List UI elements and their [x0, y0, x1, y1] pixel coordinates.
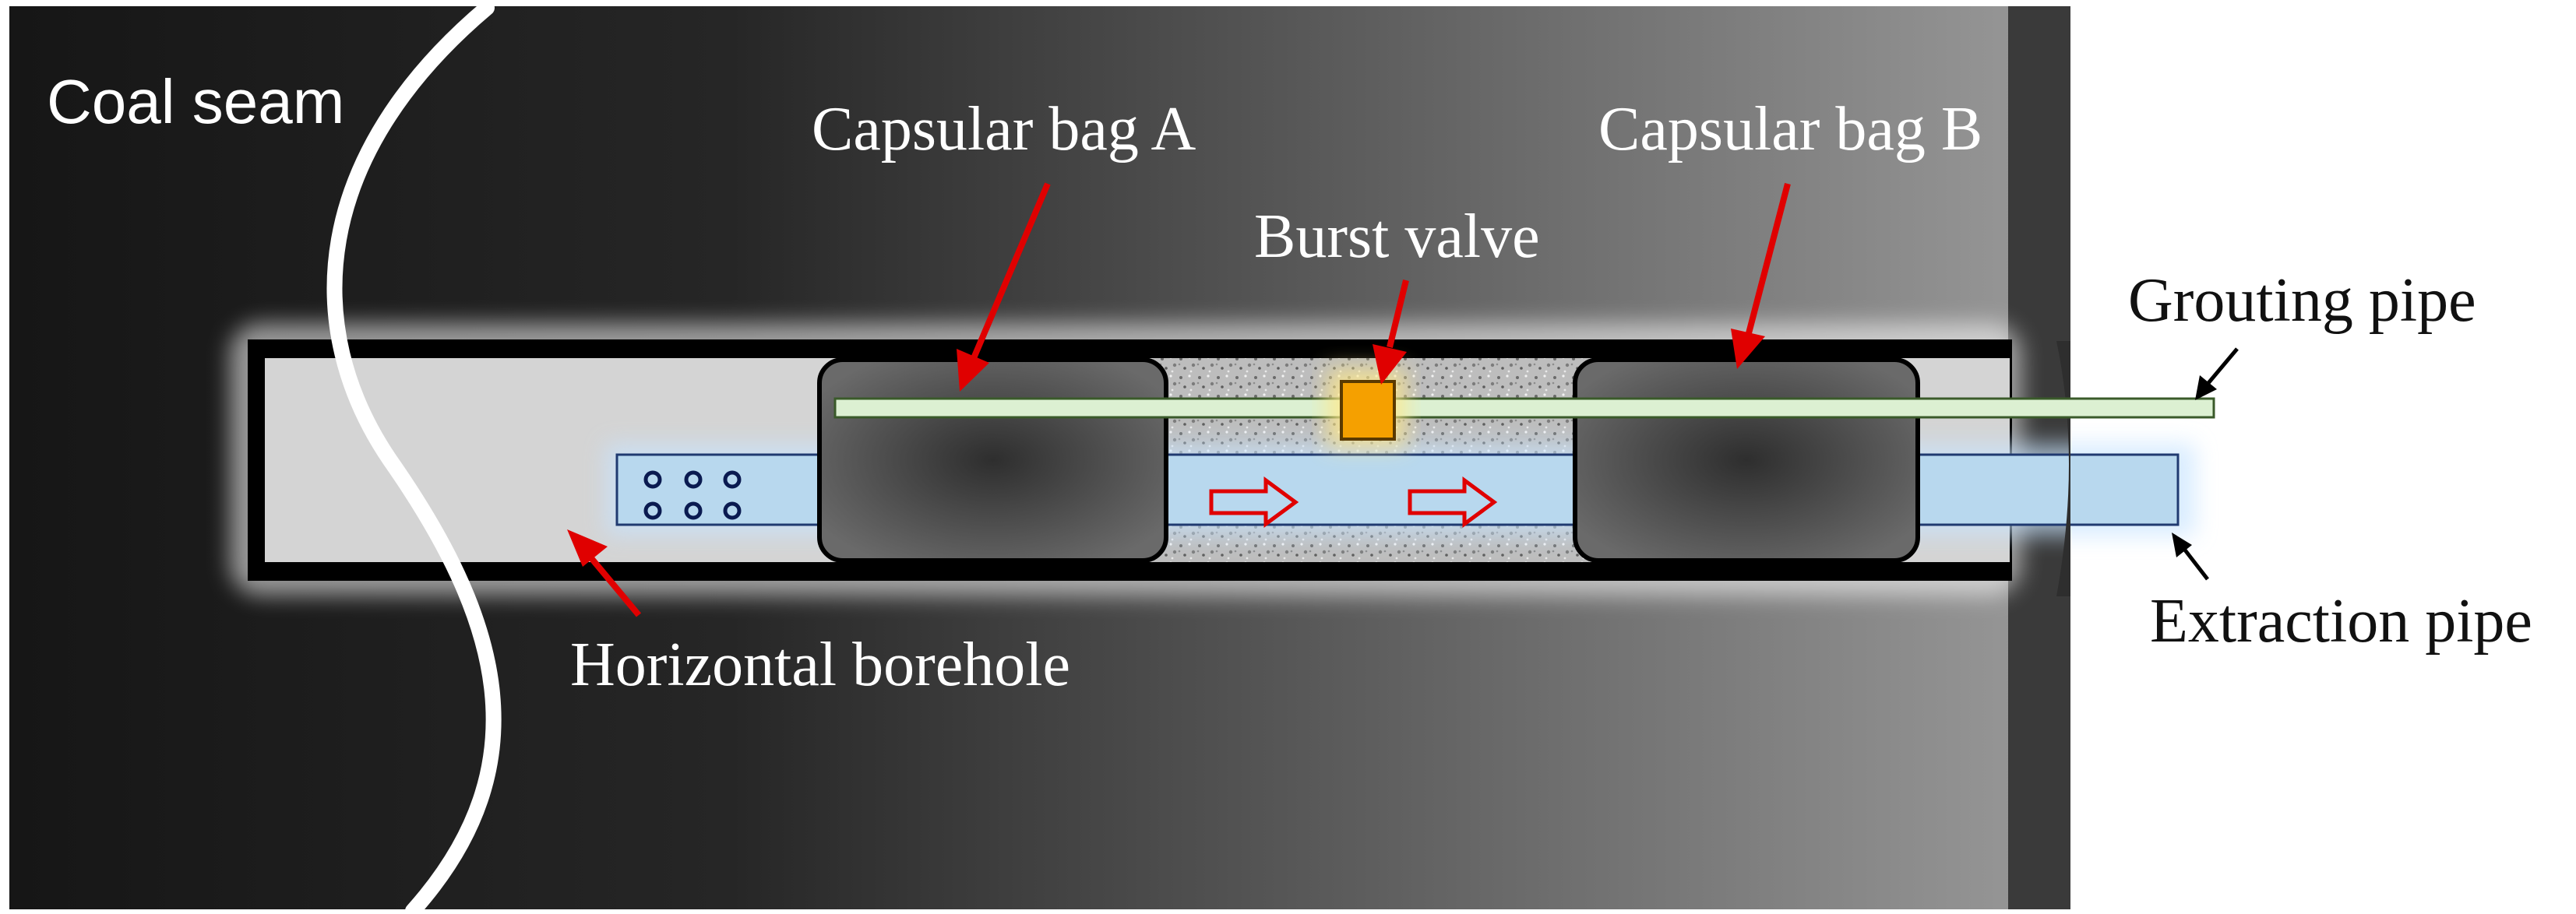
seam-boundary-curve	[326, 0, 502, 914]
arrow-capsular-bag-a	[971, 182, 1051, 360]
arrow-horizontal-borehole	[589, 557, 642, 617]
burst-valve	[1340, 380, 1396, 441]
arrowhead-icon	[1373, 344, 1407, 385]
flow-arrow-icon	[1408, 476, 1498, 528]
capsular-bag-a	[817, 357, 1168, 563]
arrow-capsular-bag-b	[1746, 182, 1791, 335]
perforation-icon	[723, 470, 742, 489]
grouting-pipe	[833, 397, 2215, 419]
perforation-icon	[723, 501, 742, 520]
label-capsular-bag-b: Capsular bag B	[1598, 95, 1982, 163]
flow-arrow-icon	[1209, 476, 1299, 528]
label-horizontal-borehole: Horizontal borehole	[570, 631, 1070, 699]
perforation-icon	[643, 470, 662, 489]
arrowhead-icon	[2195, 375, 2217, 400]
arrowhead-icon	[1731, 329, 1765, 369]
arrow-extraction-pipe	[2180, 543, 2209, 581]
label-extraction-pipe: Extraction pipe	[2150, 587, 2532, 656]
label-coal-seam: Coal seam	[47, 67, 344, 136]
arrowhead-icon	[2172, 533, 2192, 557]
callout-arrows	[567, 182, 1791, 617]
label-capsular-bag-a: Capsular bag A	[812, 95, 1196, 163]
perforation-icon	[643, 501, 662, 520]
label-grouting-pipe: Grouting pipe	[2128, 266, 2476, 335]
arrow-grouting-pipe	[2203, 347, 2239, 389]
arrowhead-icon	[567, 529, 608, 567]
label-burst-valve: Burst valve	[1254, 202, 1540, 271]
perforation-holes	[643, 470, 742, 520]
callout-arrows-black	[2172, 347, 2239, 581]
perforation-icon	[684, 501, 703, 520]
arrowhead-icon	[957, 349, 989, 392]
capsular-bag-b	[1573, 357, 1920, 563]
perforation-icon	[684, 470, 703, 489]
arrow-burst-valve	[1387, 279, 1409, 348]
